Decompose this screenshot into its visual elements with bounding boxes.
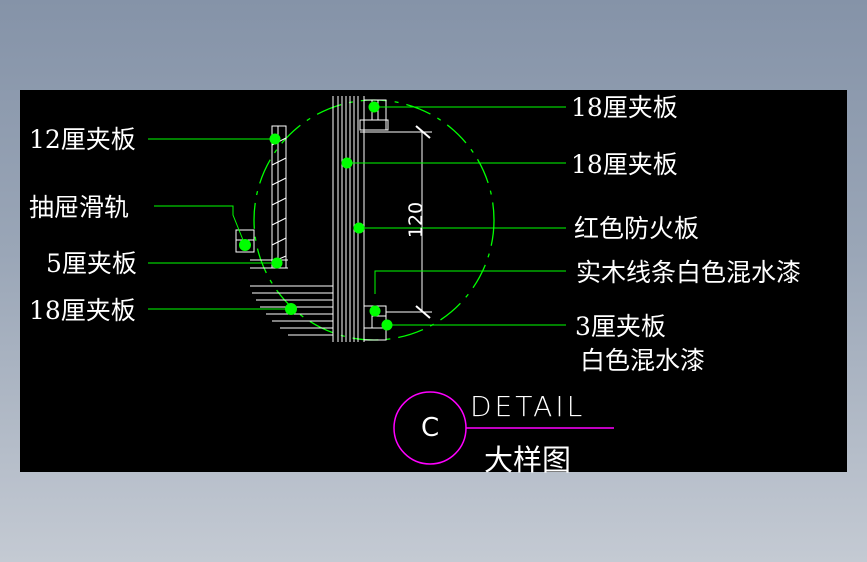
label-18mm-plywood-left: 18厘夹板 bbox=[29, 296, 136, 325]
dimension-value: 120 bbox=[405, 201, 428, 239]
marker-18mm-plywood-left bbox=[285, 303, 297, 315]
label-12mm-plywood: 12厘夹板 bbox=[29, 125, 136, 154]
detail-drawing bbox=[148, 96, 614, 465]
marker-wood-trim bbox=[369, 305, 381, 317]
marker-5mm-plywood bbox=[271, 257, 283, 269]
marker-18mm-plywood-mid bbox=[341, 157, 353, 169]
marker-fire-board bbox=[353, 222, 365, 234]
marker-18mm-plywood-top bbox=[368, 101, 380, 113]
marker-3mm-plywood bbox=[381, 319, 393, 331]
label-3mm-plywood: 3厘夹板 bbox=[575, 312, 666, 341]
detail-title: DETAIL bbox=[470, 390, 586, 423]
markers bbox=[239, 101, 393, 331]
label-18mm-plywood-mid: 18厘夹板 bbox=[571, 150, 678, 179]
marker-12mm-plywood bbox=[269, 133, 281, 145]
left-panel bbox=[250, 125, 288, 269]
label-5mm-plywood: 5厘夹板 bbox=[46, 249, 137, 278]
drawing-canvas: 12厘夹板 抽屉滑轨 5厘夹板 18厘夹板 18厘夹板 18厘夹板 红色防火板 … bbox=[20, 90, 847, 477]
label-fire-board: 红色防火板 bbox=[574, 214, 700, 243]
label-wood-trim: 实木线条白色混水漆 bbox=[576, 258, 802, 287]
marker-drawer-rail bbox=[239, 239, 251, 251]
dimension-line bbox=[360, 125, 432, 319]
label-drawer-rail: 抽屉滑轨 bbox=[29, 193, 130, 222]
label-18mm-plywood-top: 18厘夹板 bbox=[571, 93, 678, 122]
leader-drawer-rail bbox=[154, 205, 246, 246]
vertical-panel bbox=[332, 96, 365, 342]
label-white-paint: 白色混水漆 bbox=[580, 346, 706, 375]
leader-wood-trim bbox=[374, 270, 566, 294]
detail-subtitle: 大样图 bbox=[484, 443, 572, 477]
detail-letter: C bbox=[421, 413, 440, 443]
leader-lines bbox=[148, 106, 566, 326]
